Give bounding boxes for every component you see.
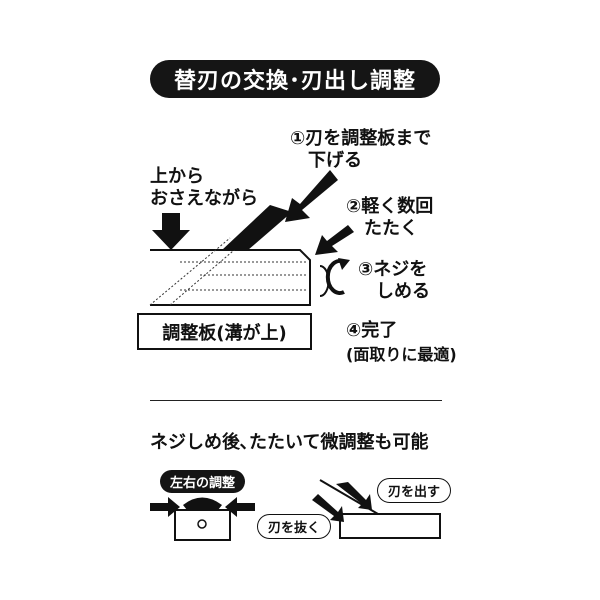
step4-note: (面取りに最適) [346, 345, 457, 364]
rotate-arrow [325, 259, 345, 295]
press-down-arrow [152, 213, 190, 250]
left-right-adjust-tag: 左右の調整 [160, 470, 246, 493]
blade-shape [222, 205, 292, 250]
blade-in-arrow [312, 494, 344, 522]
guide-line [169, 244, 241, 306]
blade-out-tag: 刃を出す [377, 478, 452, 503]
step2-arrow [315, 225, 354, 255]
screw-hole [197, 519, 207, 529]
page-title: 替刃の交換･刃出し調整 [150, 60, 440, 98]
wedge-top [183, 497, 222, 510]
bottom-subtitle: ネジしめ後､たたいて微調整も可能 [150, 432, 429, 453]
divider [150, 400, 442, 401]
small-plate [339, 513, 441, 539]
step3-label: ③ネジを しめる [358, 259, 430, 302]
step4-label: ④完了 [346, 320, 398, 341]
step1-label: ①刃を調整板まで 下げる [290, 128, 432, 171]
press-from-top-label: 上から おさえながら [150, 166, 258, 209]
blade-in-tag: 刃を抜く [257, 514, 332, 539]
plane-body [150, 249, 311, 306]
step1-arrow [285, 170, 338, 222]
right-push-arrow [225, 497, 255, 517]
left-push-arrow [150, 497, 180, 517]
step2-label: ②軽く数回 たたく [346, 196, 434, 239]
guide-line [149, 237, 231, 306]
rotate-arrowhead [338, 258, 350, 270]
adjust-board-label: 調整板(溝が上) [137, 313, 312, 350]
blade-out-arrow [336, 482, 372, 510]
